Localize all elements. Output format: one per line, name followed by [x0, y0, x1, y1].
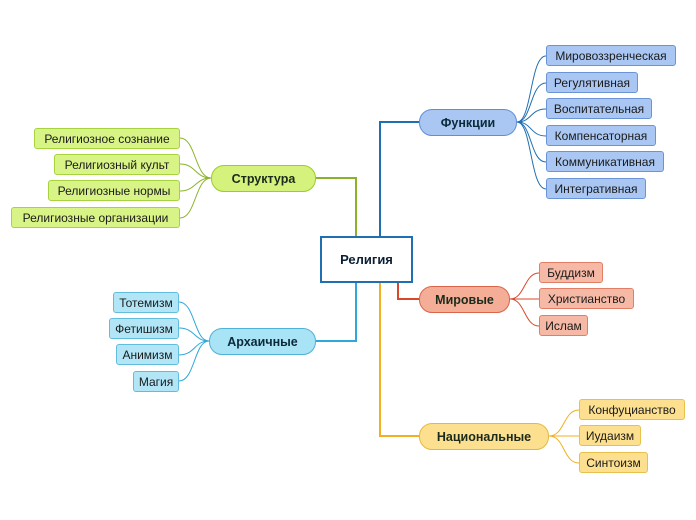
- leaf-world-0[interactable]: Буддизм: [539, 262, 603, 283]
- leaf-archaic-1[interactable]: Фетишизм: [109, 318, 179, 339]
- leaf-functions-3[interactable]: Компенсаторная: [546, 125, 656, 146]
- link-root-structure: [316, 177, 357, 236]
- branch-world-label: Мировые: [435, 292, 494, 307]
- leaf-national-2[interactable]: Синтоизм: [579, 452, 648, 473]
- leaf-label: Анимизм: [122, 347, 173, 362]
- branch-national-label: Национальные: [436, 429, 532, 444]
- leaf-label: Мировоззренческая: [555, 48, 667, 63]
- leaf-functions-2[interactable]: Воспитательная: [546, 98, 652, 119]
- leaf-functions-1[interactable]: Регулятивная: [546, 72, 638, 93]
- leaf-functions-5[interactable]: Интегративная: [546, 178, 646, 199]
- leaf-label: Конфуцианство: [588, 402, 676, 417]
- leaf-world-1[interactable]: Христианство: [539, 288, 634, 309]
- link-root-archaic: [316, 283, 357, 342]
- links-world: [509, 272, 540, 327]
- leaf-label: Коммуникативная: [555, 154, 655, 169]
- leaf-label: Регулятивная: [553, 75, 631, 90]
- leaf-label: Воспитательная: [553, 101, 645, 116]
- leaf-label: Религиозные организации: [22, 210, 169, 225]
- branch-functions[interactable]: Функции: [419, 109, 517, 136]
- leaf-label: Фетишизм: [115, 321, 173, 336]
- root-node[interactable]: Религия: [320, 236, 413, 283]
- leaf-label: Тотемизм: [119, 295, 173, 310]
- leaf-label: Компенсаторная: [554, 128, 648, 143]
- leaf-label: Ислам: [545, 318, 582, 333]
- links-archaic: [178, 301, 210, 382]
- branch-functions-label: Функции: [440, 115, 496, 130]
- links-structure: [179, 137, 212, 219]
- branch-structure[interactable]: Структура: [211, 165, 316, 192]
- links-national: [548, 409, 580, 464]
- leaf-national-0[interactable]: Конфуцианство: [579, 399, 685, 420]
- leaf-archaic-2[interactable]: Анимизм: [116, 344, 179, 365]
- leaf-label: Магия: [138, 374, 174, 389]
- leaf-structure-2[interactable]: Религиозные нормы: [48, 180, 180, 201]
- link-root-functions: [379, 121, 419, 236]
- leaf-national-1[interactable]: Иудаизм: [579, 425, 641, 446]
- branch-archaic-label: Архаичные: [227, 334, 298, 349]
- leaf-structure-1[interactable]: Религиозный культ: [54, 154, 180, 175]
- leaf-label: Буддизм: [547, 265, 595, 280]
- leaf-archaic-0[interactable]: Тотемизм: [113, 292, 179, 313]
- link-root-world: [397, 283, 419, 300]
- leaf-world-2[interactable]: Ислам: [539, 315, 588, 336]
- branch-archaic[interactable]: Архаичные: [209, 328, 316, 355]
- leaf-label: Религиозный культ: [64, 157, 170, 172]
- leaf-label: Синтоизм: [586, 455, 641, 470]
- branch-world[interactable]: Мировые: [419, 286, 510, 313]
- leaf-label: Иудаизм: [585, 428, 635, 443]
- leaf-label: Интегративная: [554, 181, 638, 196]
- root-label: Религия: [340, 252, 393, 267]
- leaf-label: Христианство: [547, 291, 626, 306]
- leaf-label: Религиозные нормы: [57, 183, 171, 198]
- leaf-structure-3[interactable]: Религиозные организации: [11, 207, 180, 228]
- branch-structure-label: Структура: [231, 171, 296, 186]
- leaf-functions-4[interactable]: Коммуникативная: [546, 151, 664, 172]
- leaf-structure-0[interactable]: Религиозное сознание: [34, 128, 180, 149]
- leaf-functions-0[interactable]: Мировоззренческая: [546, 45, 676, 66]
- link-root-national: [379, 283, 419, 437]
- leaf-archaic-3[interactable]: Магия: [133, 371, 179, 392]
- leaf-label: Религиозное сознание: [44, 131, 170, 146]
- branch-national[interactable]: Национальные: [419, 423, 549, 450]
- links-functions: [516, 55, 547, 190]
